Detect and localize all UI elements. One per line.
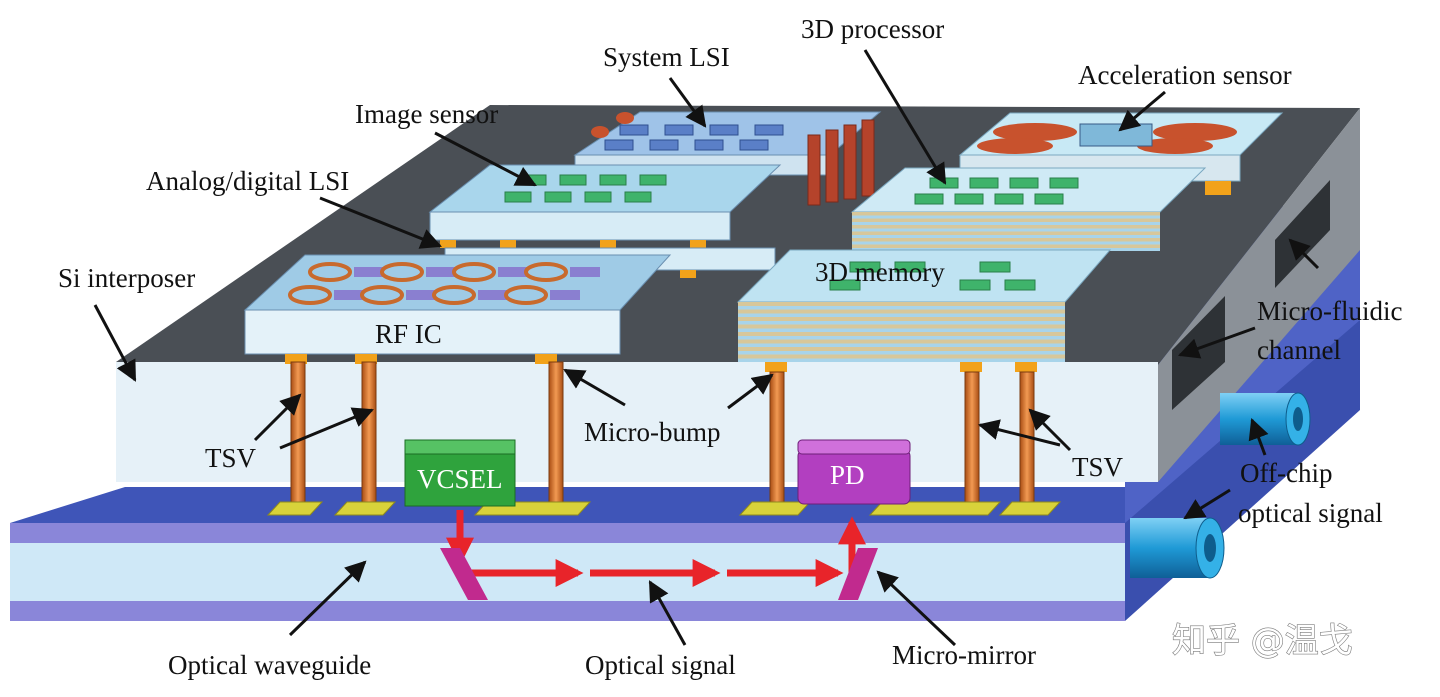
rf-coil (524, 262, 568, 282)
memory-layer-gap (738, 343, 1065, 347)
rf-coil (380, 262, 424, 282)
label-image-sensor: Image sensor (355, 99, 498, 129)
memory-layer-gap (738, 336, 1065, 340)
image-sensor-chip (428, 164, 782, 248)
label-tsv-right: TSV (1072, 452, 1124, 482)
processor-layer (852, 212, 1160, 216)
processor-layer (852, 231, 1160, 235)
tsv-pillar (548, 361, 564, 511)
tsv-pillar (964, 371, 980, 511)
memory-layer (738, 324, 1065, 329)
pd-device (797, 439, 911, 505)
label-optical-signal: Optical signal (585, 650, 736, 680)
rf-block (406, 290, 436, 300)
memory-layer-gap (738, 321, 1065, 325)
processor-layer (852, 225, 1160, 229)
memory-layer-gap (738, 358, 1065, 362)
label-off-chip-2: optical signal (1238, 498, 1383, 528)
micro-mirror-left (440, 548, 488, 600)
memory-layer-gap (738, 351, 1065, 355)
label-acceleration-sensor: Acceleration sensor (1078, 60, 1292, 90)
rf-coil (308, 262, 352, 282)
micro-fluidic-channel-2 (1275, 180, 1330, 288)
processor-layer-gap (852, 222, 1160, 225)
rf-coil (360, 285, 404, 305)
memory-layer (738, 309, 1065, 314)
labels: System LSI 3D processor Acceleration sen… (58, 14, 1402, 680)
label-3d-memory: 3D memory (815, 257, 945, 287)
memory-layer (738, 317, 1065, 321)
rf-block (478, 290, 508, 300)
tsv-pillar (361, 361, 377, 511)
memory-layer (738, 332, 1065, 336)
rf-coil (288, 285, 332, 305)
label-off-chip-1: Off-chip (1240, 458, 1332, 488)
rf-coil (452, 262, 496, 282)
memory-layer (738, 339, 1065, 344)
rf-coil (432, 285, 476, 305)
processor-layer-gap (852, 215, 1160, 219)
3d-memory-stack (736, 249, 1112, 372)
processor-layer (852, 218, 1160, 222)
processor-layer-gap (852, 241, 1160, 245)
label-pd: PD (830, 460, 865, 490)
label-vcsel: VCSEL (417, 464, 503, 494)
memory-layer-gap (738, 306, 1065, 310)
rf-ic-coils (288, 262, 600, 305)
rf-block (498, 267, 528, 277)
label-micro-fluidic-2: channel (1257, 335, 1341, 365)
label-micro-fluidic-1: Micro-fluidic (1257, 296, 1402, 326)
memory-layer (738, 347, 1065, 351)
label-rf-ic: RF IC (375, 319, 442, 349)
label-system-lsi: System LSI (603, 42, 730, 72)
leader-arrows (93, 49, 1320, 647)
rf-block (426, 267, 456, 277)
label-micro-bump: Micro-bump (584, 417, 720, 447)
label-analog-digital-lsi: Analog/digital LSI (146, 166, 349, 196)
memory-layer (738, 354, 1065, 359)
3d-processor-stack (850, 167, 1207, 251)
label-3d-processor: 3D processor (801, 14, 944, 44)
waveguide-front-top-stripe (10, 523, 1125, 543)
processor-layer-gap (852, 228, 1160, 232)
memory-layer (738, 302, 1065, 306)
label-tsv-left: TSV (205, 443, 257, 473)
label-si-interposer: Si interposer (58, 263, 195, 293)
micro-mirrors (440, 548, 878, 600)
tsv-pillar (290, 361, 306, 511)
heat-sink-fins (807, 119, 875, 206)
processor-layer (852, 238, 1160, 242)
label-optical-waveguide: Optical waveguide (168, 650, 371, 680)
processor-layer (852, 244, 1160, 248)
rf-block (570, 267, 600, 277)
rf-ic-chip (243, 254, 672, 364)
micro-mirror-right (838, 548, 878, 600)
rf-block (334, 290, 364, 300)
label-micro-mirror: Micro-mirror (892, 640, 1036, 670)
rf-coil (504, 285, 548, 305)
rf-block (354, 267, 384, 277)
tsv-pillar (769, 371, 785, 511)
memory-layer-gap (738, 313, 1065, 317)
watermark: 知乎 @温戈 (1172, 621, 1353, 661)
tsv-pillar (1019, 371, 1035, 511)
waveguide-front-bottom-stripe (10, 601, 1125, 621)
memory-layer-gap (738, 328, 1065, 332)
processor-layer-gap (852, 235, 1160, 238)
rf-block (550, 290, 580, 300)
3d-processor-layers (852, 212, 1160, 251)
optical-path (446, 510, 866, 587)
3d-memory-layers (738, 302, 1065, 362)
vcsel-device (404, 439, 516, 507)
interposer-right-face (1158, 108, 1360, 482)
